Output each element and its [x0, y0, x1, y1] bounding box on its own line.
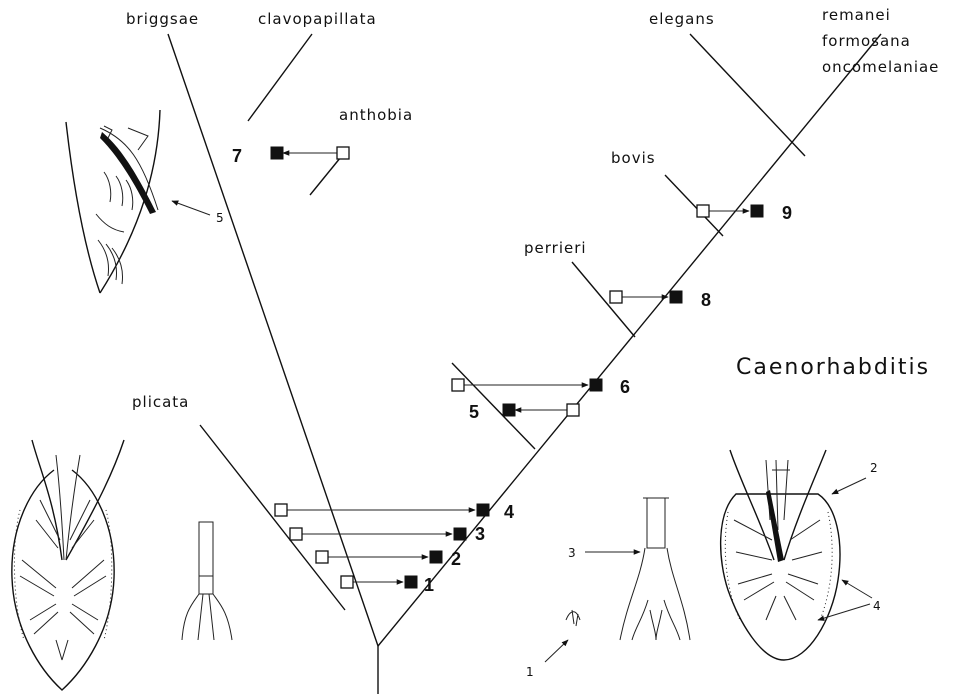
solid-square-5 — [502, 403, 516, 417]
branch-inner-cross — [451, 362, 536, 450]
taxon-remanei: remanei — [822, 6, 891, 24]
char-label-6: 6 — [620, 377, 630, 397]
solid-square-9 — [750, 204, 764, 218]
genus-label: Caenorhabditis — [736, 355, 930, 380]
open-square-2 — [315, 550, 329, 564]
char-label-2: 2 — [451, 549, 461, 569]
char-label-9: 9 — [782, 203, 792, 223]
bursa-ventral-illustration-right: 2 4 — [719, 449, 881, 661]
callout-1-mid: 1 — [526, 665, 534, 679]
taxon-labels: briggsae clavopapillata anthobia elegans… — [126, 6, 939, 411]
open-square-1 — [340, 575, 354, 589]
callout-2-right: 2 — [870, 461, 878, 475]
branch-bovis — [664, 174, 724, 237]
open-square-9 — [696, 204, 710, 218]
char-label-7: 7 — [232, 146, 242, 166]
character-number-labels: 7 9 8 6 5 4 3 2 1 — [232, 146, 792, 595]
callout-5-left: 5 — [216, 211, 224, 225]
taxon-anthobia: anthobia — [339, 106, 413, 124]
solid-square-2 — [429, 550, 443, 564]
taxon-formosana: formosana — [822, 32, 911, 50]
tree-branches — [167, 33, 882, 694]
character-markers — [270, 146, 764, 589]
open-square-5 — [566, 403, 580, 417]
taxon-oncomelaniae: oncomelaniae — [822, 58, 939, 76]
solid-square-3 — [453, 527, 467, 541]
taxon-clavopapillata: clavopapillata — [258, 10, 377, 28]
callout-4-right: 4 — [873, 599, 881, 613]
solid-square-8 — [669, 290, 683, 304]
branch-clavopapillata — [247, 33, 313, 122]
male-tail-lateral-illustration: 5 — [65, 109, 224, 294]
taxon-plicata: plicata — [132, 393, 189, 411]
solid-square-7 — [270, 146, 284, 160]
open-square-3 — [289, 527, 303, 541]
solid-square-1 — [404, 575, 418, 589]
char-label-8: 8 — [701, 290, 711, 310]
char-label-3: 3 — [475, 524, 485, 544]
branch-elegans — [689, 33, 806, 157]
branch-plicata — [199, 424, 346, 611]
char-label-5: 5 — [469, 402, 479, 422]
solid-square-6 — [589, 378, 603, 392]
taxon-briggsae: briggsae — [126, 10, 199, 28]
open-square-6 — [451, 378, 465, 392]
taxon-elegans: elegans — [649, 10, 715, 28]
open-square-4 — [274, 503, 288, 517]
callout-3-mid: 3 — [568, 546, 576, 560]
branch-perrieri — [571, 261, 636, 338]
branch-left-main — [167, 33, 379, 647]
solid-square-4 — [476, 503, 490, 517]
spicule-illustration-mid: 3 1 — [526, 497, 691, 679]
bursa-ventral-illustration-left — [11, 439, 125, 691]
char-label-1: 1 — [424, 575, 434, 595]
taxon-bovis: bovis — [611, 149, 656, 167]
char-label-4: 4 — [504, 502, 514, 522]
spicule-illustration-left — [181, 521, 233, 641]
branch-right-main — [377, 33, 882, 647]
taxon-perrieri: perrieri — [524, 239, 587, 257]
open-square-8 — [609, 290, 623, 304]
open-square-7 — [336, 146, 350, 160]
